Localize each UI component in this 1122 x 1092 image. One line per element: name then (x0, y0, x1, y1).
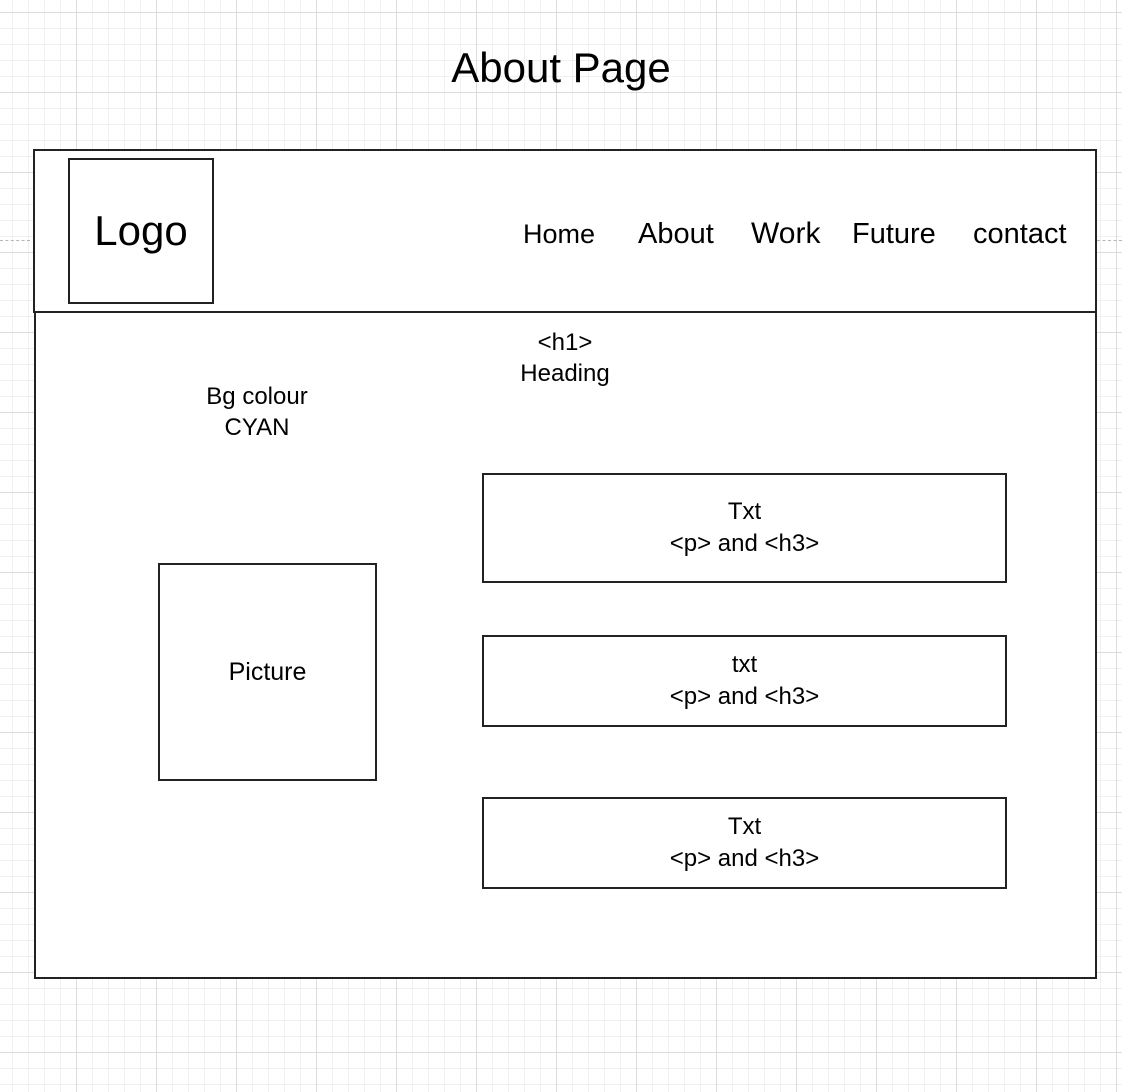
nav-item-future[interactable]: Future (852, 218, 936, 250)
text-box-3-tags: <p> and <h3> (669, 845, 820, 872)
text-box-1-tags: <p> and <h3> (669, 530, 820, 557)
text-box-3: Txt <p> and <h3> (482, 797, 1007, 889)
text-box-1-title: Txt (727, 498, 762, 525)
background-note-line-2: CYAN (224, 414, 290, 441)
guide-line-right (1097, 240, 1122, 241)
text-box-2-tags: <p> and <h3> (669, 683, 820, 710)
nav-item-work[interactable]: Work (751, 217, 821, 250)
nav-item-home[interactable]: Home (523, 219, 596, 249)
logo-placeholder[interactable]: Logo (68, 158, 214, 304)
heading-tag-label: <h1> (537, 329, 593, 356)
heading-text-label: Heading (520, 360, 610, 387)
picture-placeholder: Picture (158, 563, 377, 781)
guide-line-left (0, 240, 30, 241)
background-note-line-1: Bg colour (206, 383, 308, 410)
text-box-2: txt <p> and <h3> (482, 635, 1007, 727)
nav-item-about[interactable]: About (638, 218, 714, 250)
picture-label: Picture (228, 657, 307, 686)
nav-item-contact[interactable]: contact (973, 218, 1067, 250)
text-box-2-title: txt (731, 651, 758, 678)
logo-label: Logo (94, 207, 188, 254)
background-colour-note: Bg colour CYAN (172, 381, 342, 443)
text-box-3-title: Txt (727, 813, 762, 840)
text-box-1: Txt <p> and <h3> (482, 473, 1007, 583)
page-title: About Page (451, 44, 671, 91)
heading-annotation: <h1> Heading (480, 327, 650, 389)
